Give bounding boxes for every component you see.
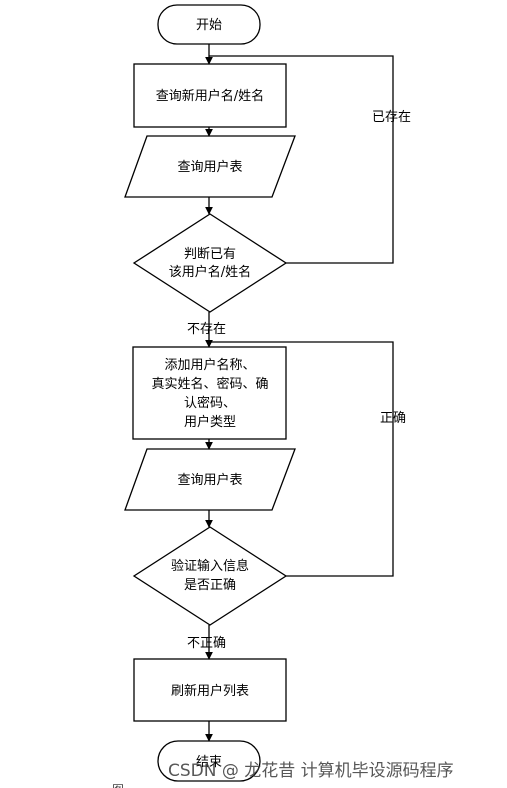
add-user-process: 添加用户名称、 真实姓名、密码、确 认密码、 用户类型 [132,346,287,440]
verify-line-1: 验证输入信息 [171,558,249,574]
check-exists-line-2: 该用户名/姓名 [169,264,251,280]
add-user-line-4: 用户类型 [184,414,236,430]
verify-decision: 验证输入信息 是否正确 [132,526,288,626]
edge-label-incorrect: 不正确 [187,636,226,651]
arrow-correct-loop [209,341,394,577]
query-table-label-2: 查询用户表 [177,472,242,488]
refresh-list-process: 刷新用户列表 [133,658,287,722]
edge-label-exists: 已存在 [372,110,411,125]
query-table-io-1: 查询用户表 [124,135,296,198]
edge-label-not-exists: 不存在 [187,322,226,337]
add-user-line-3: 认密码、 [184,395,236,411]
add-user-line-2: 真实姓名、密码、确 [151,376,268,392]
start-node: 开始 [157,4,261,45]
start-label: 开始 [196,18,222,33]
check-exists-decision: 判断已有 该用户名/姓名 [132,213,288,313]
verify-line-2: 是否正确 [184,578,236,593]
csdn-watermark: CSDN @ 龙花昔 计算机毕设源码程序 [168,761,454,781]
query-username-label: 查询新用户名/姓名 [156,88,264,104]
arrow-exists-loop [209,55,394,264]
check-exists-line-1: 判断已有 [184,247,236,262]
query-table-label-1: 查询用户表 [177,159,242,175]
query-username-process: 查询新用户名/姓名 [133,63,287,128]
edge-label-correct: 正确 [380,411,406,426]
query-table-io-2: 查询用户表 [124,448,296,511]
end-node: 结束 [157,740,261,782]
connectors [205,44,394,742]
add-user-line-1: 添加用户名称、 [164,357,255,373]
figure-caption: 图 [112,783,124,788]
end-label: 结束 [196,755,222,770]
refresh-list-label: 刷新用户列表 [171,683,249,699]
